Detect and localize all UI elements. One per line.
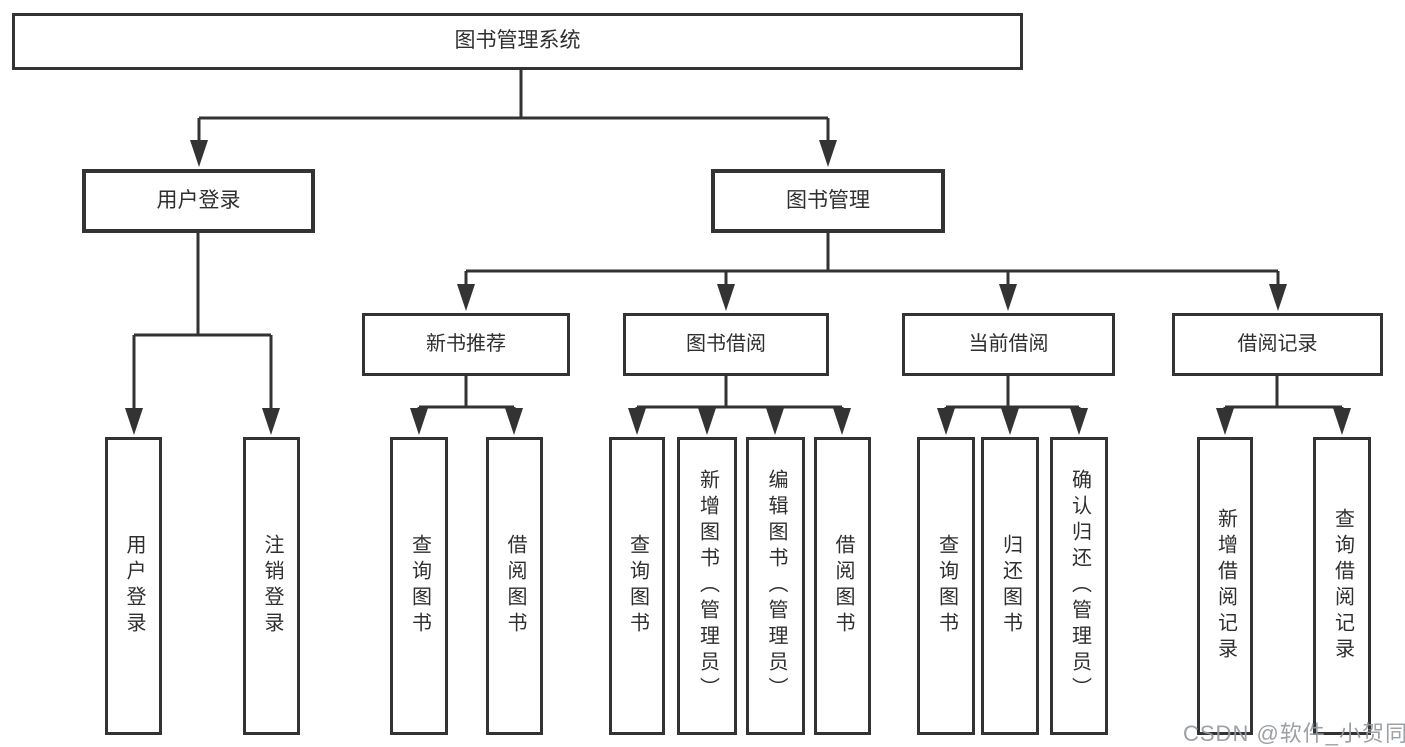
node-current-borrow: 当前借阅 bbox=[902, 313, 1115, 376]
leaf-query-borrow-record: 查询借阅记录 bbox=[1313, 437, 1371, 735]
node-book-borrow: 图书借阅 bbox=[623, 313, 829, 376]
node-borrow-records: 借阅记录 bbox=[1172, 313, 1383, 376]
leaf-return-books: 归还图书 bbox=[981, 437, 1039, 735]
csdn-watermark: CSDN @软件_小贺同学 bbox=[1183, 721, 1405, 746]
leaf-add-borrow-record: 新增借阅记录 bbox=[1197, 437, 1253, 735]
leaf-borrow-books-recommend: 借阅图书 bbox=[486, 437, 543, 735]
node-book-management: 图书管理 bbox=[711, 169, 945, 233]
leaf-query-books-recommend: 查询图书 bbox=[390, 437, 448, 735]
leaf-user-login: 用户登录 bbox=[105, 437, 162, 735]
node-new-book-recommend: 新书推荐 bbox=[362, 313, 570, 376]
arrowheads bbox=[125, 140, 1351, 435]
leaf-logout: 注销登录 bbox=[243, 437, 300, 735]
leaf-query-books-current: 查询图书 bbox=[917, 437, 975, 735]
node-root-library-system: 图书管理系统 bbox=[12, 13, 1023, 70]
leaf-add-books-admin: 新增图书（管理员） bbox=[677, 437, 737, 735]
leaf-confirm-return-admin: 确认归还（管理员） bbox=[1050, 437, 1108, 735]
leaf-borrow-books: 借阅图书 bbox=[814, 437, 871, 735]
leaf-edit-books-admin: 编辑图书（管理员） bbox=[746, 437, 805, 735]
leaf-query-books-borrow: 查询图书 bbox=[609, 437, 665, 735]
node-user-login: 用户登录 bbox=[82, 169, 315, 233]
